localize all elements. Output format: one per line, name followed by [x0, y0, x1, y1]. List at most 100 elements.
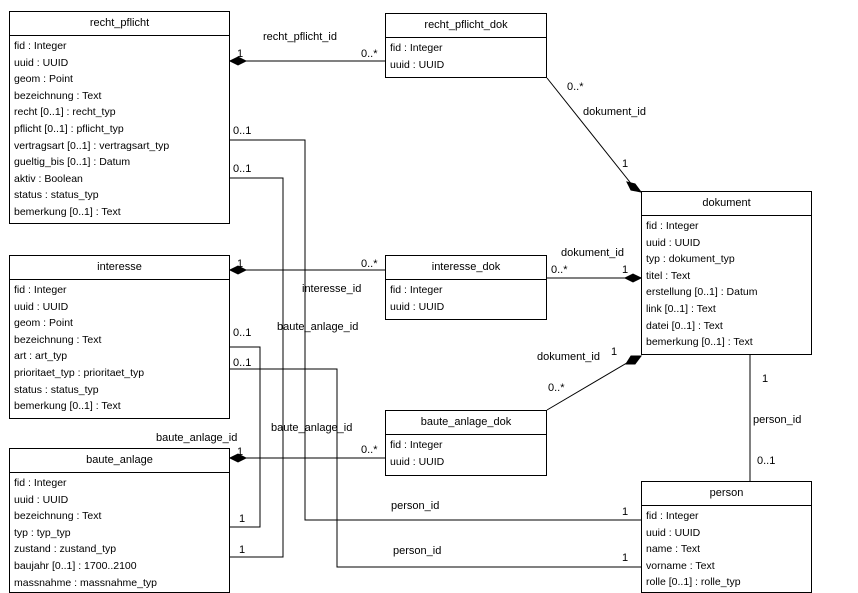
attribute-list: fid : Integer uuid : UUID — [386, 280, 546, 315]
multiplicity-label: 0..1 — [757, 455, 776, 467]
multiplicity-label: 1 — [762, 373, 769, 385]
relation-line — [230, 139, 641, 521]
multiplicity-label: 0..1 — [233, 163, 252, 175]
attribute-row: recht [0..1] : recht_typ — [14, 106, 116, 119]
attribute-row: fid : Integer — [14, 284, 67, 296]
attribute-row: name : Text — [646, 543, 701, 556]
entity-title: recht_pflicht — [10, 12, 229, 36]
attribute-row: fid : Integer — [14, 477, 67, 489]
attribute-row: bemerkung [0..1] : Text — [14, 400, 121, 413]
attribute-row: rolle [0..1] : rolle_typ — [646, 576, 741, 589]
multiplicity-label: 0..* — [361, 258, 378, 270]
attribute-row: uuid : UUID — [14, 56, 69, 69]
attribute-row: status : status_typ — [14, 383, 99, 396]
attribute-row: vertragsart [0..1] : vertragsart_typ — [14, 139, 170, 152]
attribute-row: uuid : UUID — [390, 58, 445, 71]
attribute-row: fid : Integer — [390, 42, 443, 54]
multiplicity-label: 1 — [622, 506, 629, 518]
multiplicity-label: 1 — [237, 258, 244, 270]
composition-diamond — [626, 181, 643, 193]
role-label: baute_anlage_id — [271, 422, 353, 434]
relation-line — [546, 356, 638, 411]
attribute-row: fid : Integer — [390, 284, 443, 296]
attribute-row: uuid : UUID — [646, 236, 701, 249]
composition-diamond — [625, 355, 642, 365]
attribute-row: bemerkung [0..1] : Text — [646, 336, 753, 349]
multiplicity-label: 1 — [237, 48, 244, 60]
multiplicity-label: 0..1 — [233, 327, 252, 339]
role-label: dokument_id — [537, 351, 600, 363]
multiplicity-label: 0..1 — [233, 357, 252, 369]
attribute-row: erstellung [0..1] : Datum — [646, 286, 758, 299]
role-label: baute_anlage_id — [277, 321, 359, 333]
entity-title: recht_pflicht_dok — [386, 14, 546, 38]
attribute-row: bemerkung [0..1] : Text — [14, 205, 121, 218]
composition-diamond — [228, 453, 248, 463]
attribute-row: titel : Text — [646, 269, 691, 282]
relation-line — [230, 177, 284, 558]
attribute-row: geom : Point — [14, 73, 73, 86]
attribute-row: uuid : UUID — [390, 455, 445, 468]
multiplicity-label: 1 — [622, 158, 629, 170]
attribute-row: massnahme : massnahme_typ — [14, 576, 157, 589]
multiplicity-label: 1 — [611, 346, 618, 358]
multiplicity-label: 0..1 — [233, 125, 252, 137]
role-label: recht_pflicht_id — [263, 31, 337, 43]
attribute-list: fid : Integer uuid : UUID typ : dokument_t… — [642, 216, 811, 351]
multiplicity-label: 0..* — [551, 264, 568, 276]
role-label: person_id — [391, 500, 440, 512]
composition-diamond — [228, 265, 248, 275]
attribute-row: fid : Integer — [646, 510, 699, 522]
attribute-row: fid : Integer — [646, 220, 699, 232]
attribute-row: uuid : UUID — [14, 493, 69, 506]
role-label: dokument_id — [561, 247, 624, 259]
relation-line — [230, 346, 261, 528]
attribute-row: baujahr [0..1] : 1700..2100 — [14, 559, 137, 572]
role-label: interesse_id — [302, 283, 362, 295]
attribute-row: prioritaet_typ : prioritaet_typ — [14, 366, 145, 379]
entity-recht-pflicht-dok[interactable]: recht_pflicht_dok fid : Integer uuid : UU… — [385, 13, 547, 78]
relation-line — [230, 368, 641, 568]
multiplicity-label: 1 — [622, 552, 629, 564]
attribute-row: aktiv : Boolean — [14, 172, 83, 185]
role-label: person_id — [753, 414, 802, 426]
entity-dokument[interactable]: dokument fid : Integer uuid : UUID typ : d… — [641, 191, 812, 355]
entity-title: dokument — [642, 192, 811, 216]
attribute-row: typ : typ_typ — [14, 526, 71, 539]
role-label: person_id — [393, 545, 442, 557]
multiplicity-label: 0..* — [548, 382, 565, 394]
composition-diamond — [228, 56, 248, 66]
attribute-row: status : status_typ — [14, 189, 99, 202]
attribute-row: gueltig_bis [0..1] : Datum — [14, 156, 131, 169]
multiplicity-label: 1 — [622, 264, 629, 276]
entity-title: person — [642, 482, 811, 506]
role-label: baute_anlage_id — [156, 432, 238, 444]
attribute-row: geom : Point — [14, 317, 73, 330]
multiplicity-label: 1 — [237, 446, 244, 458]
attribute-row: typ : dokument_typ — [646, 253, 735, 266]
attribute-row: bezeichnung : Text — [14, 89, 102, 102]
attribute-row: datei [0..1] : Text — [646, 319, 723, 332]
multiplicity-label: 0..* — [361, 444, 378, 456]
attribute-row: link [0..1] : Text — [646, 302, 716, 315]
relation-line — [546, 77, 638, 192]
multiplicity-label: 0..* — [567, 81, 584, 93]
entity-title: interesse_dok — [386, 256, 546, 280]
attribute-list: fid : Integer uuid : UUID — [386, 38, 546, 73]
multiplicity-label: 1 — [239, 513, 246, 525]
entity-interesse-dok[interactable]: interesse_dok fid : Integer uuid : UUID — [385, 255, 547, 320]
attribute-row: uuid : UUID — [390, 300, 445, 313]
entity-title: baute_anlage_dok — [386, 411, 546, 435]
attribute-row: zustand : zustand_typ — [14, 543, 117, 556]
